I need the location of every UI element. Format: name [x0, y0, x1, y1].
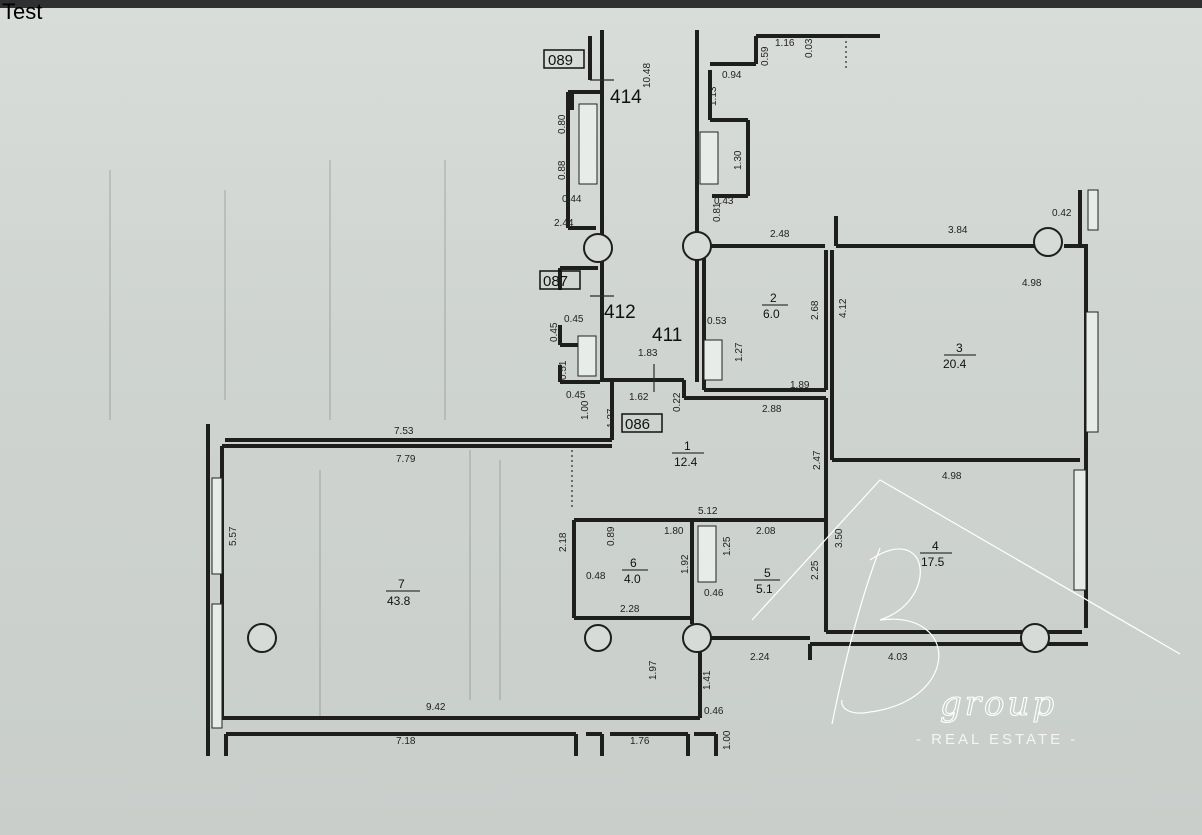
dim-003: 0.03 [804, 38, 815, 58]
room-4-area: 17.5 [921, 555, 945, 569]
dim-753: 7.53 [394, 426, 414, 437]
dim-053: 0.53 [707, 316, 727, 327]
room-2-area: 6.0 [763, 307, 780, 321]
dim-089: 0.89 [606, 526, 617, 546]
bleed-through-marks [109, 160, 501, 720]
column-5 [584, 624, 612, 652]
dim-498a: 4.98 [1022, 278, 1042, 289]
dim-127a: 1.27 [606, 408, 617, 428]
tag-boxes: 089 087 086 [539, 49, 663, 433]
dim-113: 1.13 [708, 86, 719, 106]
dim-384: 3.84 [948, 225, 968, 236]
dim-127b: 1.27 [734, 342, 745, 362]
column-6 [682, 623, 712, 653]
dim-094: 0.94 [722, 70, 742, 81]
dim-046b: 0.46 [704, 706, 724, 717]
dim-100b: 1.00 [722, 730, 733, 750]
dim-247: 2.47 [812, 450, 823, 470]
dim-498b: 4.98 [942, 471, 962, 482]
dim-045c: 0.45 [566, 390, 586, 401]
dim-042: 0.42 [1052, 208, 1072, 219]
dim-176: 1.76 [630, 736, 650, 747]
room-5-area: 5.1 [756, 582, 773, 596]
tag-087: 087 [543, 273, 568, 290]
room-labels: 2 6.0 3 20.4 1 12.4 4 17.5 6 4.0 5 5.1 7… [386, 291, 976, 608]
dim-197: 1.97 [648, 660, 659, 680]
dim-022: 0.22 [672, 392, 683, 412]
dim-718: 7.18 [396, 736, 416, 747]
dim-208: 2.08 [756, 526, 776, 537]
column-1 [583, 233, 613, 263]
dim-557: 5.57 [228, 526, 239, 546]
dim-044: 0.44 [562, 194, 582, 205]
window-caption: Test [2, 0, 43, 24]
room-4-number: 4 [932, 539, 939, 553]
dim-051: 0.51 [558, 360, 569, 380]
dim-081: 0.81 [712, 202, 723, 222]
room-2-number: 2 [770, 291, 777, 305]
dim-412: 4.12 [838, 298, 849, 318]
dim-350: 3.50 [834, 528, 845, 548]
room-7-number: 7 [398, 577, 405, 591]
tag-089: 089 [548, 52, 573, 69]
dim-224: 2.24 [750, 652, 770, 663]
column-2 [682, 231, 712, 261]
room-6-number: 6 [630, 556, 637, 570]
tag-086: 086 [625, 416, 650, 433]
dim-288: 2.88 [762, 404, 782, 415]
room-1-number: 1 [684, 439, 691, 453]
dim-045a: 0.45 [564, 314, 584, 325]
dim-189: 1.89 [790, 380, 810, 391]
unit-411: 411 [652, 325, 682, 346]
window-top-bar [0, 0, 1202, 8]
dim-512: 5.12 [698, 506, 718, 517]
dim-942: 9.42 [426, 702, 446, 713]
dim-046a: 0.46 [704, 588, 724, 599]
brand-script: group [940, 684, 1057, 724]
unit-414: 414 [610, 87, 642, 108]
dim-403: 4.03 [888, 652, 908, 663]
room-3-area: 20.4 [943, 357, 967, 371]
dim-048: 0.48 [586, 571, 606, 582]
columns [247, 227, 1063, 653]
dim-183: 1.83 [638, 348, 658, 359]
dim-180: 1.80 [664, 526, 684, 537]
dim-130: 1.30 [733, 150, 744, 170]
dim-218: 2.18 [558, 532, 569, 552]
dim-059: 0.59 [760, 46, 771, 66]
dim-268: 2.68 [810, 300, 821, 320]
dim-116: 1.16 [775, 38, 795, 49]
windows [211, 103, 1099, 729]
dim-100a: 1.00 [580, 400, 591, 420]
dim-1048: 10.48 [642, 63, 653, 88]
dim-244: 2.44 [554, 218, 574, 229]
dim-779: 7.79 [396, 454, 416, 465]
brand-b-letter [831, 547, 940, 725]
dim-141: 1.41 [702, 670, 713, 690]
brand-subtitle: - REAL ESTATE - [916, 731, 1078, 748]
dim-228: 2.28 [620, 604, 640, 615]
room-6-area: 4.0 [624, 572, 641, 586]
unit-412: 412 [604, 302, 636, 323]
dim-043: 0.43 [714, 196, 734, 207]
room-1-area: 12.4 [674, 455, 698, 469]
dim-162: 1.62 [629, 392, 649, 403]
watermark-logo: group - REAL ESTATE - [751, 479, 1181, 748]
dim-225: 2.25 [810, 560, 821, 580]
column-3 [1033, 227, 1063, 257]
dim-248: 2.48 [770, 229, 790, 240]
dim-192: 1.92 [680, 554, 691, 574]
room-3-number: 3 [956, 341, 963, 355]
dim-125: 1.25 [722, 536, 733, 556]
column-4 [247, 623, 277, 653]
dim-080: 0.80 [557, 114, 568, 134]
dimension-labels: 10.48 0.80 0.88 0.44 2.44 0.45 0.45 0.51… [228, 38, 1072, 750]
dim-088: 0.88 [557, 160, 568, 180]
dim-045b: 0.45 [549, 322, 560, 342]
dimension-ticks [571, 36, 847, 510]
room-7-area: 43.8 [387, 594, 411, 608]
column-7 [1020, 623, 1050, 653]
room-5-number: 5 [764, 566, 771, 580]
